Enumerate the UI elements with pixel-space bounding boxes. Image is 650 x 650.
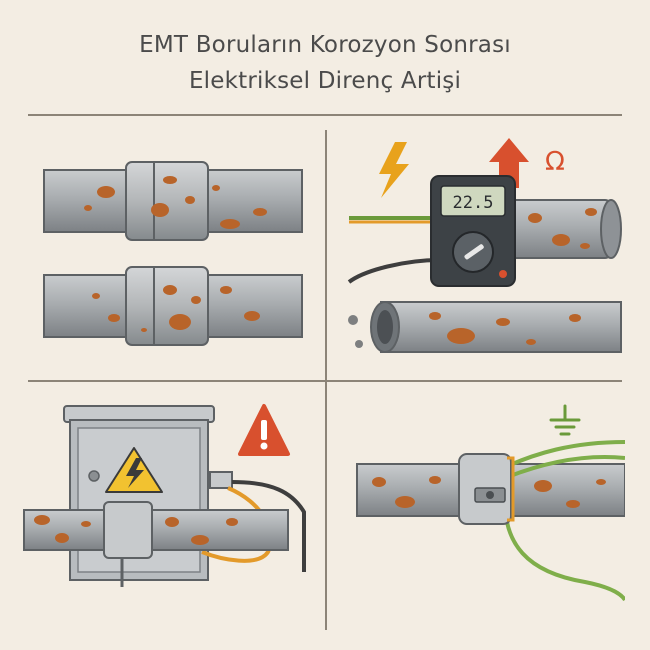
warning-triangle-icon (238, 404, 290, 456)
corroded-pipe-open-end (370, 301, 622, 353)
page-title-line-2: Elektriksel Direnç Artişi (188, 68, 462, 94)
multimeter: 22.5 (430, 175, 516, 287)
title-divider (28, 114, 622, 116)
meter-reading: 22.5 (453, 193, 494, 213)
lightning-bolt-icon (379, 142, 409, 198)
panel-resistance-measurement: Ω 22.5 (335, 130, 625, 375)
panel-corroded-couplings (30, 140, 320, 370)
panel-grounding-clamp (335, 392, 625, 637)
page-title-line-1: EMT Boruların Korozyon Sonrası (139, 32, 511, 58)
corroded-pipe-1 (43, 161, 303, 241)
corroded-pipe-2 (43, 266, 303, 346)
horizontal-divider (28, 380, 622, 382)
grounding-clamp (458, 453, 515, 525)
ground-icon (549, 404, 581, 436)
high-voltage-icon (105, 447, 163, 493)
ohm-symbol: Ω (545, 147, 565, 177)
corroded-pipe-through-box (23, 501, 289, 559)
panel-junction-box (22, 392, 322, 637)
